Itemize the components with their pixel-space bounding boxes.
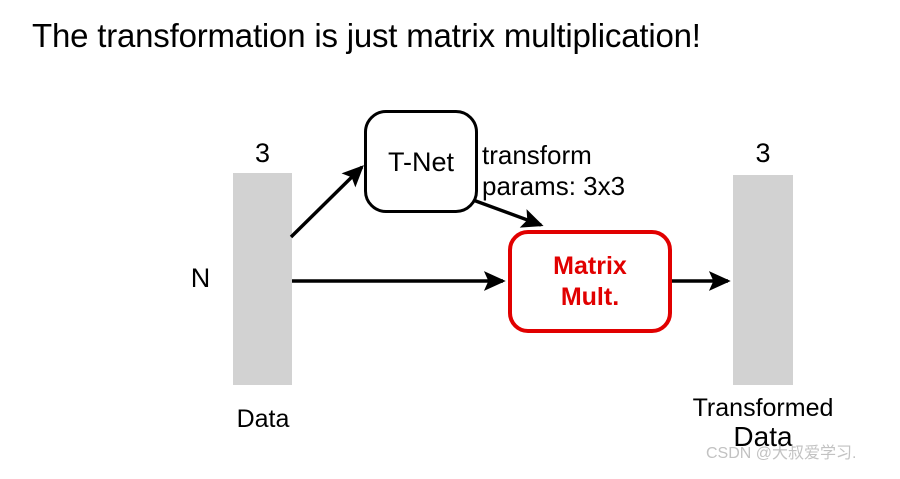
output-data-block	[733, 175, 793, 385]
input-row-count-label: N	[190, 263, 211, 293]
matrix-mult-box[interactable]: Matrix Mult.	[508, 230, 672, 333]
arrow-data-to-tnet	[289, 165, 364, 239]
input-dimension-label: 3	[254, 138, 271, 168]
output-data-caption-line-1: Transformed	[692, 394, 834, 422]
output-dimension-label: 3	[755, 138, 771, 168]
transform-params-line-2: params: 3x3	[482, 171, 626, 201]
matrix-mult-label-line-1: Matrix	[553, 251, 627, 280]
transform-params-line-1: transform	[482, 140, 592, 170]
input-data-caption: Data	[236, 405, 290, 433]
matrix-mult-label-line-2: Mult.	[560, 282, 620, 311]
arrow-tnet-to-matmul	[472, 198, 544, 228]
input-data-block	[233, 173, 292, 385]
page-title: The transformation is just matrix multip…	[32, 17, 701, 54]
watermark: CSDN @大叔爱学习.	[706, 445, 857, 462]
transform-params-annotation: transform params: 3x3	[482, 140, 625, 202]
output-data-caption-line-2: Data	[733, 421, 793, 452]
tnet-box[interactable]: T-Net	[364, 110, 478, 213]
tnet-label: T-Net	[387, 146, 454, 177]
